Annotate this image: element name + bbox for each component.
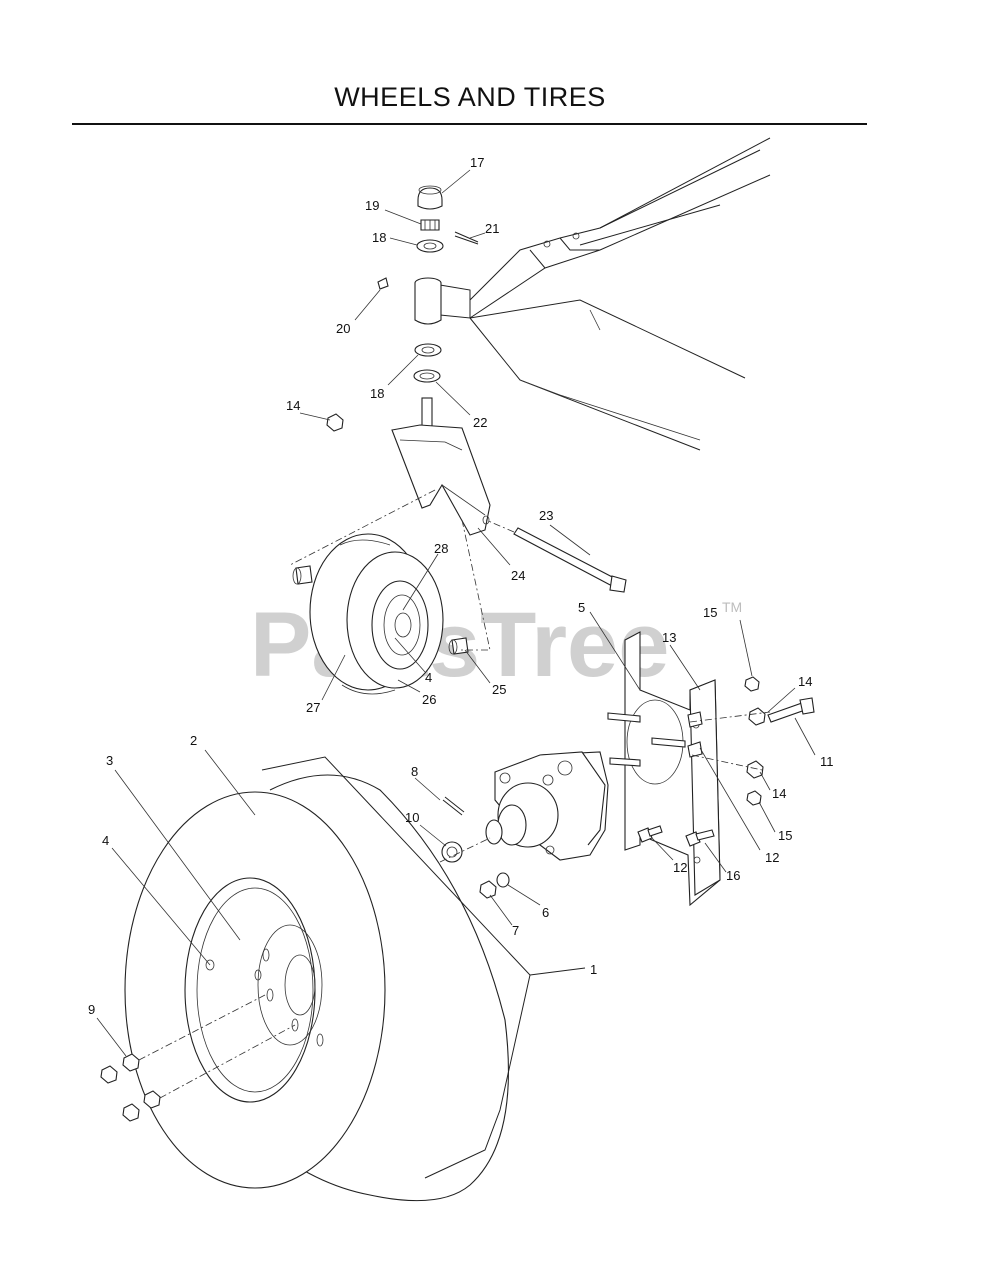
bearing-18-upper bbox=[416, 239, 444, 253]
callout-15-lower: 15 bbox=[778, 828, 792, 843]
callout-3: 3 bbox=[106, 753, 113, 768]
callout-25: 25 bbox=[492, 682, 506, 697]
callout-23: 23 bbox=[539, 508, 553, 523]
bracket-callout-1 bbox=[261, 756, 531, 1179]
leader-1 bbox=[529, 967, 586, 976]
callout-16: 16 bbox=[726, 868, 740, 883]
cotter-pin-8 bbox=[442, 796, 465, 816]
dashline-lug-lower bbox=[159, 1024, 296, 1099]
castle-nut-19 bbox=[420, 219, 440, 231]
watermark-tm: TM bbox=[722, 599, 742, 615]
wheel-motor bbox=[485, 751, 609, 861]
callout-6: 6 bbox=[542, 905, 549, 920]
dashline-plate-upper bbox=[689, 711, 771, 723]
drive-tire bbox=[124, 774, 509, 1202]
callout-28: 28 bbox=[434, 541, 448, 556]
frame-arm bbox=[439, 137, 771, 451]
callout-19: 19 bbox=[365, 198, 379, 213]
dashline-bolt bbox=[485, 519, 515, 533]
callouts: 1 2 3 4 4 5 6 7 8 9 10 11 12 12 13 14 14… bbox=[88, 155, 834, 1017]
callout-8: 8 bbox=[411, 764, 418, 779]
callout-22: 22 bbox=[473, 415, 487, 430]
callout-4-caster: 4 bbox=[425, 670, 432, 685]
callout-18-lower: 18 bbox=[370, 386, 384, 401]
dashline-lug-upper bbox=[138, 994, 266, 1061]
dashline-fork-left bbox=[289, 489, 436, 566]
nut-15-upper bbox=[744, 676, 760, 692]
callout-15-upper: 15 bbox=[703, 605, 717, 620]
callout-21: 21 bbox=[485, 221, 499, 236]
bolt-11 bbox=[767, 697, 815, 723]
caster-fork-24 bbox=[391, 397, 491, 536]
lug-nuts-9 bbox=[100, 1053, 161, 1122]
callout-13: 13 bbox=[662, 630, 676, 645]
callout-18-upper: 18 bbox=[372, 230, 386, 245]
nut-14-right-upper bbox=[748, 707, 766, 726]
callout-10: 10 bbox=[405, 810, 419, 825]
dust-cap-17 bbox=[417, 185, 443, 210]
washer-10 bbox=[441, 841, 463, 863]
title-rule bbox=[72, 123, 867, 125]
nut-7 bbox=[479, 880, 497, 899]
dashline-hub bbox=[439, 837, 491, 863]
callout-2: 2 bbox=[190, 733, 197, 748]
bearing-18-lower bbox=[414, 343, 442, 357]
callout-11: 11 bbox=[820, 754, 834, 769]
dashline-fork-right bbox=[460, 519, 491, 651]
dashline-plate-lower bbox=[691, 754, 763, 771]
grease-fitting-20 bbox=[377, 277, 389, 290]
caster-wheel bbox=[309, 533, 444, 695]
bolt-12-left bbox=[637, 825, 663, 843]
nut-15-lower bbox=[746, 790, 762, 806]
callout-14-right: 14 bbox=[798, 674, 812, 689]
callout-26: 26 bbox=[422, 692, 436, 707]
callout-12-right: 12 bbox=[765, 850, 779, 865]
callout-20: 20 bbox=[336, 321, 350, 336]
callout-12-left: 12 bbox=[673, 860, 687, 875]
cotter-pin-21 bbox=[454, 231, 479, 245]
callout-7: 7 bbox=[512, 923, 519, 938]
callout-24: 24 bbox=[511, 568, 525, 583]
caster-pivot-tube bbox=[414, 277, 442, 325]
callout-9: 9 bbox=[88, 1002, 95, 1017]
plate-studs bbox=[607, 711, 703, 767]
spacer-25 bbox=[448, 637, 469, 655]
bolt-16 bbox=[685, 829, 715, 847]
callout-14-upper: 14 bbox=[286, 398, 300, 413]
callout-4-drive: 4 bbox=[102, 833, 109, 848]
callout-14-lower: 14 bbox=[772, 786, 786, 801]
page-title: WHEELS AND TIRES bbox=[334, 82, 606, 112]
washer-6 bbox=[496, 872, 510, 888]
callout-5: 5 bbox=[578, 600, 585, 615]
callout-1: 1 bbox=[590, 962, 597, 977]
seal-22 bbox=[413, 369, 441, 383]
axle-bolt-23 bbox=[513, 527, 627, 593]
spacer-left bbox=[292, 565, 313, 585]
nut-14-upper bbox=[326, 413, 344, 432]
callout-27: 27 bbox=[306, 700, 320, 715]
leader-lines bbox=[96, 169, 816, 1057]
callout-17: 17 bbox=[470, 155, 484, 170]
